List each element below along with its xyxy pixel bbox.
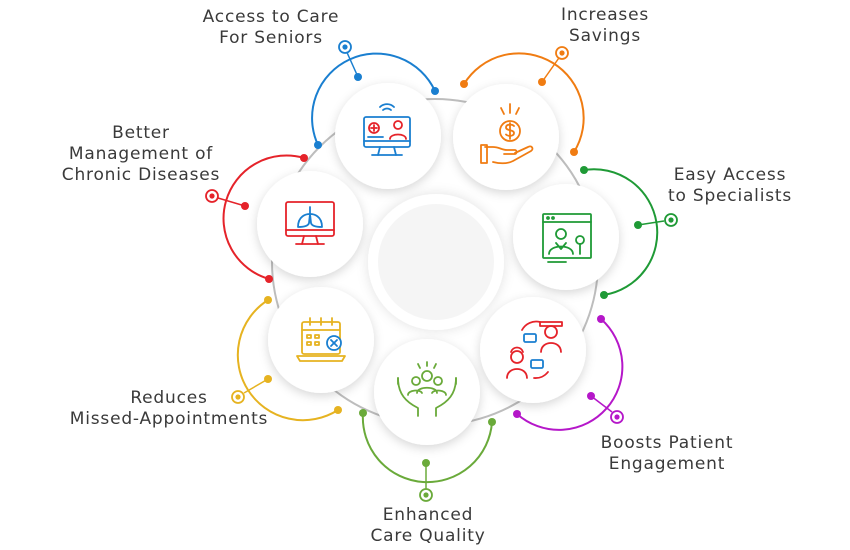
- label-line: Engagement: [608, 454, 726, 474]
- label-line: For Seniors: [219, 28, 323, 48]
- label-line: Boosts Patient: [600, 433, 734, 453]
- dollar-hand-icon: [480, 103, 534, 165]
- label-care-seniors: Access to Care For Seniors: [178, 7, 364, 49]
- lungs-monitor-icon: [285, 201, 335, 245]
- calendar-laptop-icon: [296, 317, 346, 362]
- label-engagement: Boosts Patient Engagement: [574, 433, 760, 475]
- arc-quality: [361, 412, 493, 484]
- label-line: Missed-Appointments: [69, 409, 269, 429]
- label-quality: Enhanced Care Quality: [330, 505, 526, 547]
- doctor-screen-icon: [542, 213, 592, 263]
- label-line: to Specialists: [667, 186, 793, 206]
- label-specialists: Easy Access to Specialists: [642, 165, 818, 207]
- arc-savings: [463, 52, 585, 153]
- patient-chat-icon: [506, 320, 563, 379]
- label-line: Better: [112, 123, 170, 143]
- label-savings: Increases Savings: [530, 5, 680, 47]
- node-chronic: [257, 171, 363, 277]
- node-savings: [453, 84, 559, 190]
- label-missed: Reduces Missed-Appointments: [38, 388, 300, 430]
- label-line: Increases: [561, 5, 649, 25]
- label-line: Enhanced: [382, 505, 474, 525]
- label-chronic: Better Management of Chronic Diseases: [36, 123, 246, 186]
- label-line: Access to Care: [202, 7, 340, 27]
- node-missed: [268, 287, 374, 393]
- node-engagement: [480, 297, 586, 403]
- node-care-seniors: [335, 83, 441, 189]
- caring-hands-icon: [397, 361, 457, 417]
- telehealth-monitor-icon: [363, 103, 411, 156]
- label-line: Management of: [68, 144, 214, 164]
- label-line: Care Quality: [370, 526, 486, 546]
- label-line: Savings: [568, 26, 641, 46]
- label-line: Easy Access: [673, 165, 787, 185]
- label-line: Reduces: [130, 388, 208, 408]
- label-line: Chronic Diseases: [61, 165, 221, 185]
- node-quality: [374, 339, 480, 445]
